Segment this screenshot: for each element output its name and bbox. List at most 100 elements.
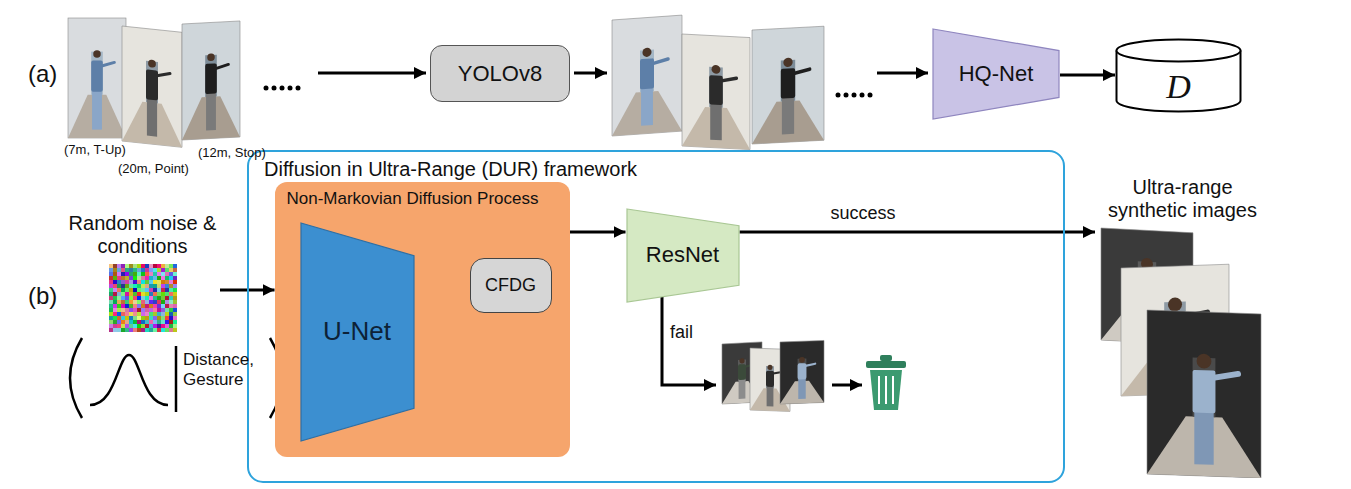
trash-lid <box>866 361 906 368</box>
noise-pixel <box>109 276 113 280</box>
noise-pixel <box>145 328 149 332</box>
noise-pixel <box>109 308 113 312</box>
noise-pixel <box>149 316 153 320</box>
noise-pixel <box>133 288 137 292</box>
noise-pixel <box>141 296 145 300</box>
noise-pixel <box>169 264 173 268</box>
trash-handle <box>880 355 892 361</box>
figure-torso <box>738 364 746 380</box>
noise-pixel <box>129 264 133 268</box>
flow-arrow <box>318 72 426 75</box>
condition-label: Distance, Gesture <box>183 350 267 389</box>
noise-pixel <box>157 268 161 272</box>
noise-pixel <box>141 284 145 288</box>
guidance-box: CFDG <box>470 258 552 313</box>
figure-torso <box>205 63 217 94</box>
ellipsis-dots <box>264 86 301 91</box>
noise-pixel <box>137 264 141 268</box>
noise-pixel <box>109 284 113 288</box>
noise-pixel <box>169 268 173 272</box>
trapezoid-shape <box>933 29 1059 119</box>
noise-pixel <box>157 264 161 268</box>
noise-pixel <box>109 312 113 316</box>
noise-pixel <box>129 284 133 288</box>
noise-pixel <box>141 312 145 316</box>
noise-pixel <box>117 280 121 284</box>
noise-pixel <box>113 296 117 300</box>
noise-pixel <box>117 312 121 316</box>
noise-pixel <box>169 292 173 296</box>
noise-pixel <box>173 316 177 320</box>
noise-pixel <box>149 288 153 292</box>
noise-pixel <box>161 268 165 272</box>
noise-pixel <box>141 280 145 284</box>
noise-pixel <box>117 300 121 304</box>
photo <box>182 21 240 140</box>
noise-pixel <box>161 324 165 328</box>
noise-pixel <box>113 316 117 320</box>
noise-pixel <box>173 272 177 276</box>
figure-head <box>799 357 805 363</box>
noise-pixel <box>161 308 165 312</box>
label-slot: (12m, Stop) <box>198 146 266 161</box>
noise-pixel <box>157 284 161 288</box>
noise-pixel <box>153 268 157 272</box>
synthetic-images: Ultra-range synthetic images <box>1095 176 1270 478</box>
photo <box>752 26 824 144</box>
noise-pixel <box>109 292 113 296</box>
noise-pixel <box>113 288 117 292</box>
noise-pixel <box>125 264 129 268</box>
photo-frame <box>182 21 240 140</box>
noise-pixel <box>169 316 173 320</box>
noise-pixel <box>153 324 157 328</box>
connector-arrow <box>570 231 626 234</box>
noise-pixel <box>121 316 125 320</box>
noise-pixel <box>161 304 165 308</box>
noise-pixel <box>113 324 117 328</box>
noise-pixel <box>137 324 141 328</box>
noise-pixel <box>129 276 133 280</box>
noise-pixel <box>173 308 177 312</box>
noise-pixel <box>157 324 161 328</box>
noise-pixel <box>161 292 165 296</box>
noise-pixel <box>113 328 117 332</box>
noise-pixel <box>165 280 169 284</box>
figure-legs <box>739 379 746 399</box>
noise-pixel <box>149 300 153 304</box>
noise-pixel <box>117 308 121 312</box>
figure-arm <box>216 64 229 68</box>
noise-pixel <box>161 288 165 292</box>
figure-head <box>739 358 744 363</box>
noise-pixel <box>133 328 137 332</box>
noise-pixel <box>109 328 113 332</box>
node-heading: Random noise & conditions <box>65 212 220 258</box>
noise-pixel <box>149 276 153 280</box>
label-slot: (20m, Point) <box>118 162 189 177</box>
noise-pixel <box>165 312 169 316</box>
noise-pixel <box>145 272 149 276</box>
image-caption: (20m, Point) <box>118 162 189 177</box>
noise-pixel <box>145 300 149 304</box>
noise-pixel <box>133 268 137 272</box>
noise-pixel <box>129 308 133 312</box>
noise-pixel <box>113 284 117 288</box>
noise-pixel <box>145 280 149 284</box>
noise-pixel <box>141 272 145 276</box>
noise-pixel <box>113 300 117 304</box>
noise-pixel <box>173 328 177 332</box>
noise-pixel <box>173 280 177 284</box>
noise-pixel <box>125 316 129 320</box>
noise-pixel <box>113 312 117 316</box>
dot <box>296 86 301 91</box>
noise-pixel <box>165 304 169 308</box>
noise-pixel <box>165 264 169 268</box>
noise-pixel <box>169 312 173 316</box>
photo <box>122 26 182 147</box>
noise-pixel <box>157 280 161 284</box>
noise-pixel <box>149 312 153 316</box>
noise-pixel <box>137 268 141 272</box>
node-label: D <box>1166 67 1191 106</box>
noise-pixel <box>149 296 153 300</box>
figure-arm <box>1213 373 1238 379</box>
dot <box>272 86 277 91</box>
